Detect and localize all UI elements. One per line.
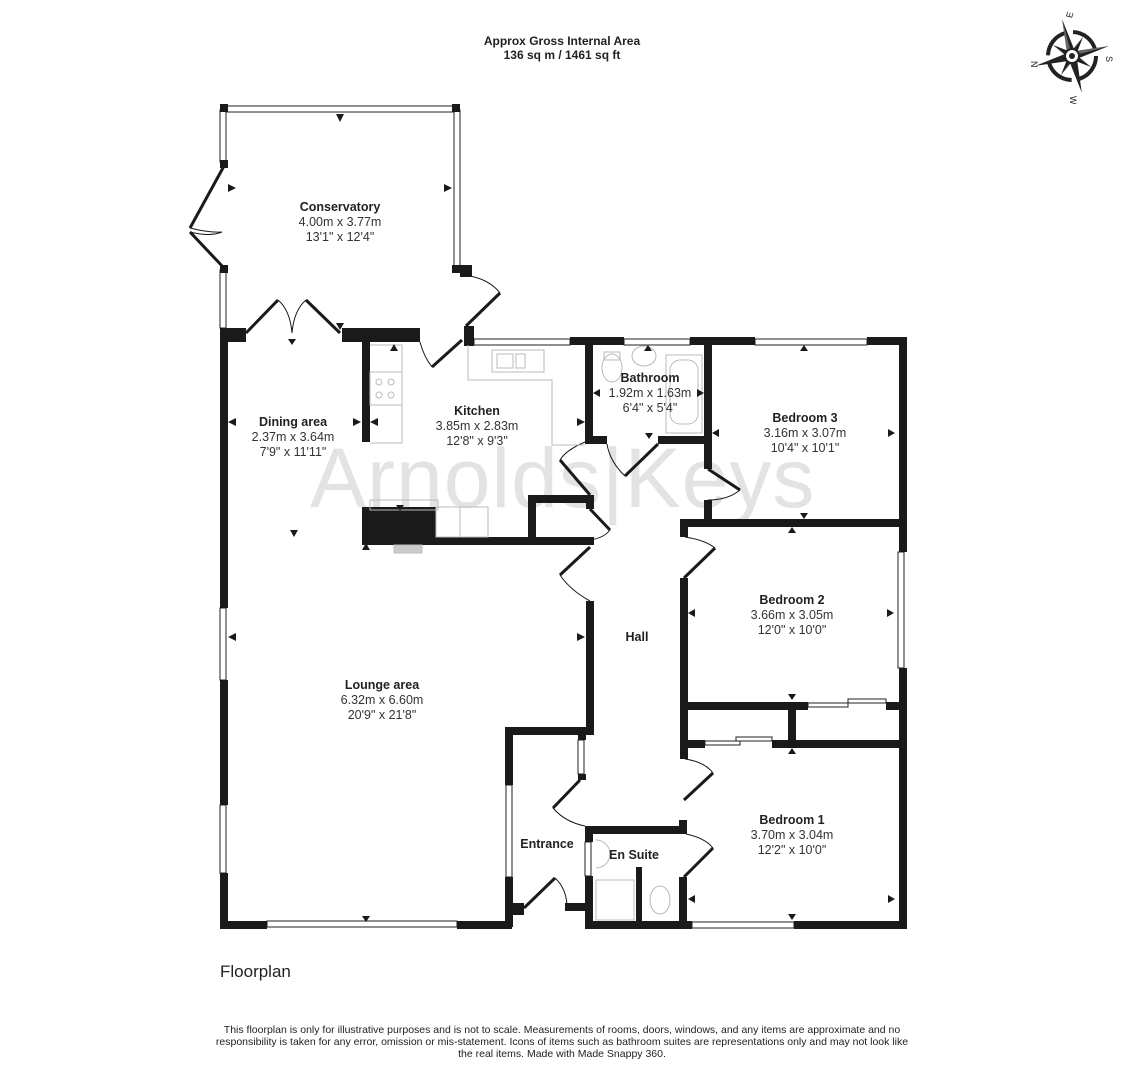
room-name: Lounge area	[344, 678, 420, 692]
room-name: Hall	[625, 630, 649, 644]
room-metric: 4.00m x 3.77m	[298, 215, 382, 229]
room-imperial: 10'4" x 10'1"	[770, 441, 840, 455]
area-header: Approx Gross Internal Area 136 sq m / 14…	[0, 34, 1124, 62]
room-name: Bedroom 1	[759, 813, 825, 827]
room-name: Bedroom 2	[759, 593, 825, 607]
room-name: Bedroom 3	[772, 411, 838, 425]
room-name: Kitchen	[454, 404, 500, 418]
room-imperial: 12'2" x 10'0"	[757, 843, 827, 857]
shower-icon	[595, 879, 635, 921]
room-name: Conservatory	[299, 200, 381, 214]
room-imperial: 13'1" x 12'4"	[305, 230, 375, 244]
room-kitchen: Kitchen 3.85m x 2.83m 12'8" x 9'3"	[436, 404, 519, 449]
room-entrance: Entrance	[520, 837, 574, 852]
basin-icon	[631, 345, 657, 367]
room-name: Dining area	[258, 415, 328, 429]
room-imperial: 7'9" x 11'11"	[259, 445, 327, 459]
room-metric: 2.37m x 3.64m	[251, 430, 335, 444]
compass-label-bottom: W	[1068, 96, 1078, 104]
room-lounge-area: Lounge area 6.32m x 6.60m 20'9" x 21'8"	[341, 678, 424, 723]
area-title: Approx Gross Internal Area	[483, 34, 641, 48]
room-bathroom: Bathroom 1.92m x 1.63m 6'4" x 5'4"	[609, 371, 692, 416]
floor-label: Floorplan	[220, 962, 291, 981]
compass-label-right: S	[1104, 56, 1114, 62]
room-hall: Hall	[626, 630, 649, 645]
room-imperial: 6'4" x 5'4"	[622, 401, 678, 415]
basin-icon	[595, 839, 611, 869]
measurement-markers	[228, 114, 895, 922]
wardrobe-doors	[704, 698, 887, 746]
room-bedroom-1: Bedroom 1 3.70m x 3.04m 12'2" x 10'0"	[751, 813, 834, 858]
room-imperial: 12'8" x 9'3"	[446, 434, 508, 448]
room-metric: 6.32m x 6.60m	[340, 693, 424, 707]
room-name: Entrance	[520, 837, 574, 851]
room-name: En Suite	[608, 848, 660, 862]
room-en-suite: En Suite	[609, 848, 659, 863]
walls	[220, 104, 907, 929]
room-imperial: 12'0" x 10'0"	[757, 623, 827, 637]
sink-icon	[491, 349, 545, 373]
room-name: Bathroom	[620, 371, 680, 385]
windows	[219, 105, 905, 929]
room-bedroom-2: Bedroom 2 3.66m x 3.05m 12'0" x 10'0"	[751, 593, 834, 638]
room-imperial: 20'9" x 21'8"	[347, 708, 417, 722]
toilet-icon	[601, 353, 623, 383]
room-dining-area: Dining area 2.37m x 3.64m 7'9" x 11'11"	[252, 415, 335, 460]
room-metric: 3.66m x 3.05m	[750, 608, 834, 622]
room-conservatory: Conservatory 4.00m x 3.77m 13'1" x 12'4"	[299, 200, 382, 245]
room-bedroom-3: Bedroom 3 3.16m x 3.07m 10'4" x 10'1"	[764, 411, 847, 456]
disclaimer: This floorplan is only for illustrative …	[215, 1024, 909, 1060]
room-metric: 3.85m x 2.83m	[435, 419, 519, 433]
compass-rose-icon: E S W N	[1029, 8, 1120, 105]
area-value: 136 sq m / 1461 sq ft	[503, 48, 621, 62]
room-metric: 3.16m x 3.07m	[763, 426, 847, 440]
doors	[188, 165, 741, 910]
room-metric: 3.70m x 3.04m	[750, 828, 834, 842]
hob-icon	[369, 371, 403, 406]
compass-label-left: N	[1030, 61, 1039, 68]
toilet-icon	[649, 885, 671, 915]
compass-label-top: E	[1064, 11, 1075, 19]
room-metric: 1.92m x 1.63m	[608, 386, 692, 400]
